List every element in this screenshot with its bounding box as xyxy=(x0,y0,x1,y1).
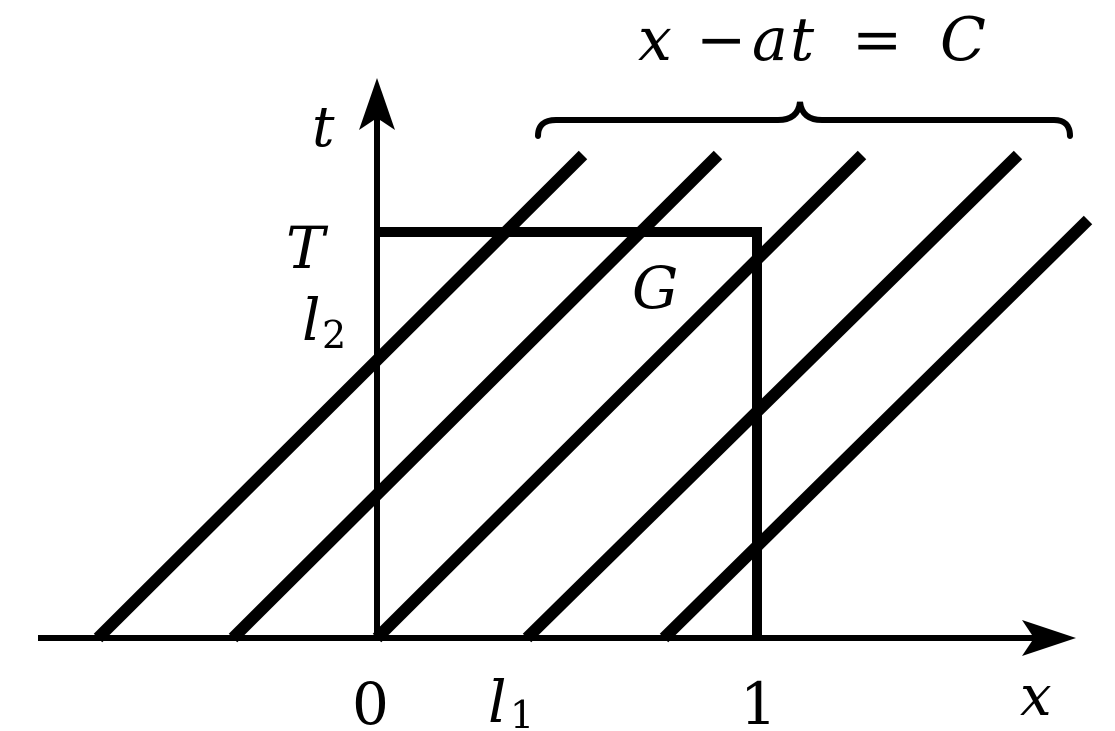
equation-equals: = xyxy=(852,5,902,75)
x-axis-arrowhead xyxy=(1022,620,1076,656)
one-label: 1 xyxy=(740,670,777,731)
t-axis-label: t xyxy=(312,95,335,160)
l2-label: l 2 xyxy=(302,286,346,357)
characteristic-line-3 xyxy=(372,150,867,643)
curly-brace xyxy=(535,101,1073,139)
equation-x: x xyxy=(638,5,672,75)
equation-a: a xyxy=(752,5,788,75)
characteristic-line-4 xyxy=(522,150,1023,643)
characteristic-line-5 xyxy=(659,215,1093,643)
equation-t: t xyxy=(790,5,815,75)
l2-label-base: l xyxy=(302,286,321,354)
l1-label-subscript: 1 xyxy=(510,693,534,731)
origin-label: 0 xyxy=(352,670,389,731)
t-axis-arrowhead xyxy=(359,78,395,130)
T-label: T xyxy=(286,214,329,282)
equation-label: x − a t = C xyxy=(638,5,986,75)
region-g-label: G xyxy=(632,254,678,322)
x-axis-label: x xyxy=(1020,664,1052,729)
region-boundary xyxy=(377,227,762,640)
l1-label: l 1 xyxy=(488,668,534,731)
l1-label-base: l xyxy=(488,668,507,731)
l2-label-subscript: 2 xyxy=(322,313,346,357)
equation-minus: − xyxy=(696,5,746,75)
equation-c: C xyxy=(940,5,986,75)
